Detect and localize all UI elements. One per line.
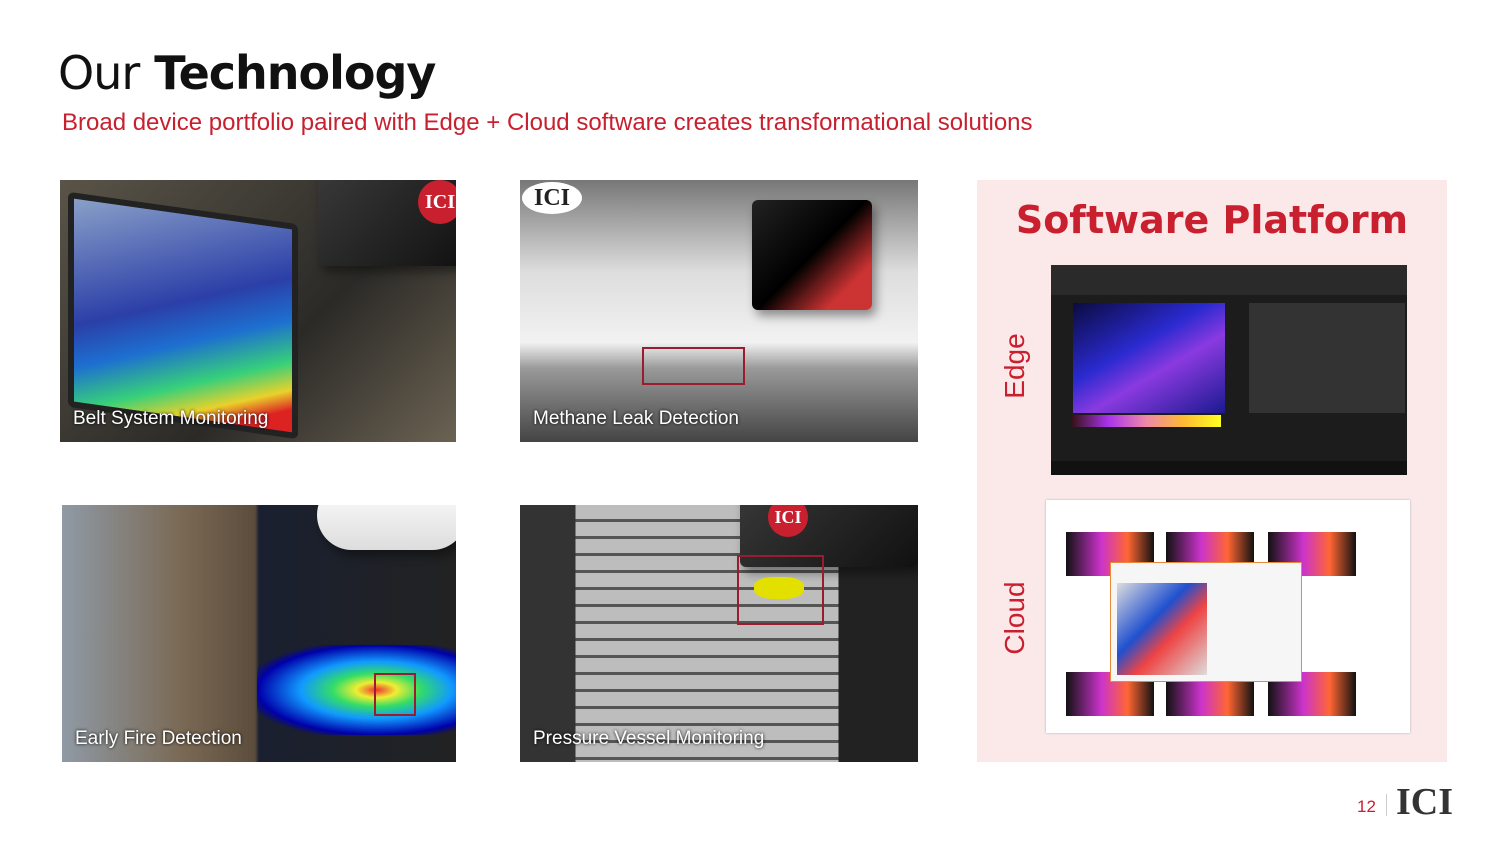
title-bold: Technology [154, 46, 436, 100]
title-light: Our [58, 46, 140, 100]
thermal-view [1073, 303, 1225, 413]
zones-panel [1249, 303, 1405, 413]
tablet-screen [68, 191, 298, 440]
detection-box [642, 347, 745, 385]
ici-logo: ICI [768, 505, 808, 537]
belt-monitoring-image: ICI Belt System Monitoring [60, 180, 456, 442]
taskbar [1051, 461, 1407, 475]
page-number: 12 [1357, 797, 1376, 816]
footer-divider [1386, 794, 1387, 816]
caption: Belt System Monitoring [73, 408, 269, 429]
hotspot [754, 577, 804, 599]
heat-map [257, 645, 456, 735]
edge-software-screenshot [1051, 265, 1407, 475]
detection-box [737, 555, 824, 625]
page-title: Our Technology [58, 46, 436, 100]
detail-popup [1110, 562, 1302, 682]
software-title: Software Platform [1015, 198, 1409, 242]
ici-logo: ICI [418, 180, 456, 224]
edge-label: Edge [999, 333, 1030, 399]
caption: Methane Leak Detection [533, 408, 739, 429]
popup-thermal-image [1117, 583, 1207, 675]
bullet-camera [317, 505, 456, 550]
detection-box [374, 673, 416, 716]
toolbar [1051, 265, 1407, 295]
brand-logo: ICI [1396, 781, 1454, 823]
pressure-vessel-image: ICI Pressure Vessel Monitoring [520, 505, 918, 762]
cloud-software-screenshot [1046, 500, 1410, 733]
drone-gimbal-camera [752, 200, 872, 310]
color-palette-bar [1071, 415, 1221, 427]
thermal-camera: ICI [318, 180, 456, 266]
subtitle: Broad device portfolio paired with Edge … [62, 109, 1033, 136]
fire-detection-image: Early Fire Detection [62, 505, 456, 762]
cloud-label: Cloud [999, 581, 1030, 655]
methane-leak-image: ICI Methane Leak Detection [520, 180, 918, 442]
ici-logo: ICI [522, 182, 582, 214]
caption: Early Fire Detection [75, 728, 242, 749]
caption: Pressure Vessel Monitoring [533, 728, 765, 749]
software-platform-panel: Software Platform Edge Cloud [977, 180, 1447, 762]
